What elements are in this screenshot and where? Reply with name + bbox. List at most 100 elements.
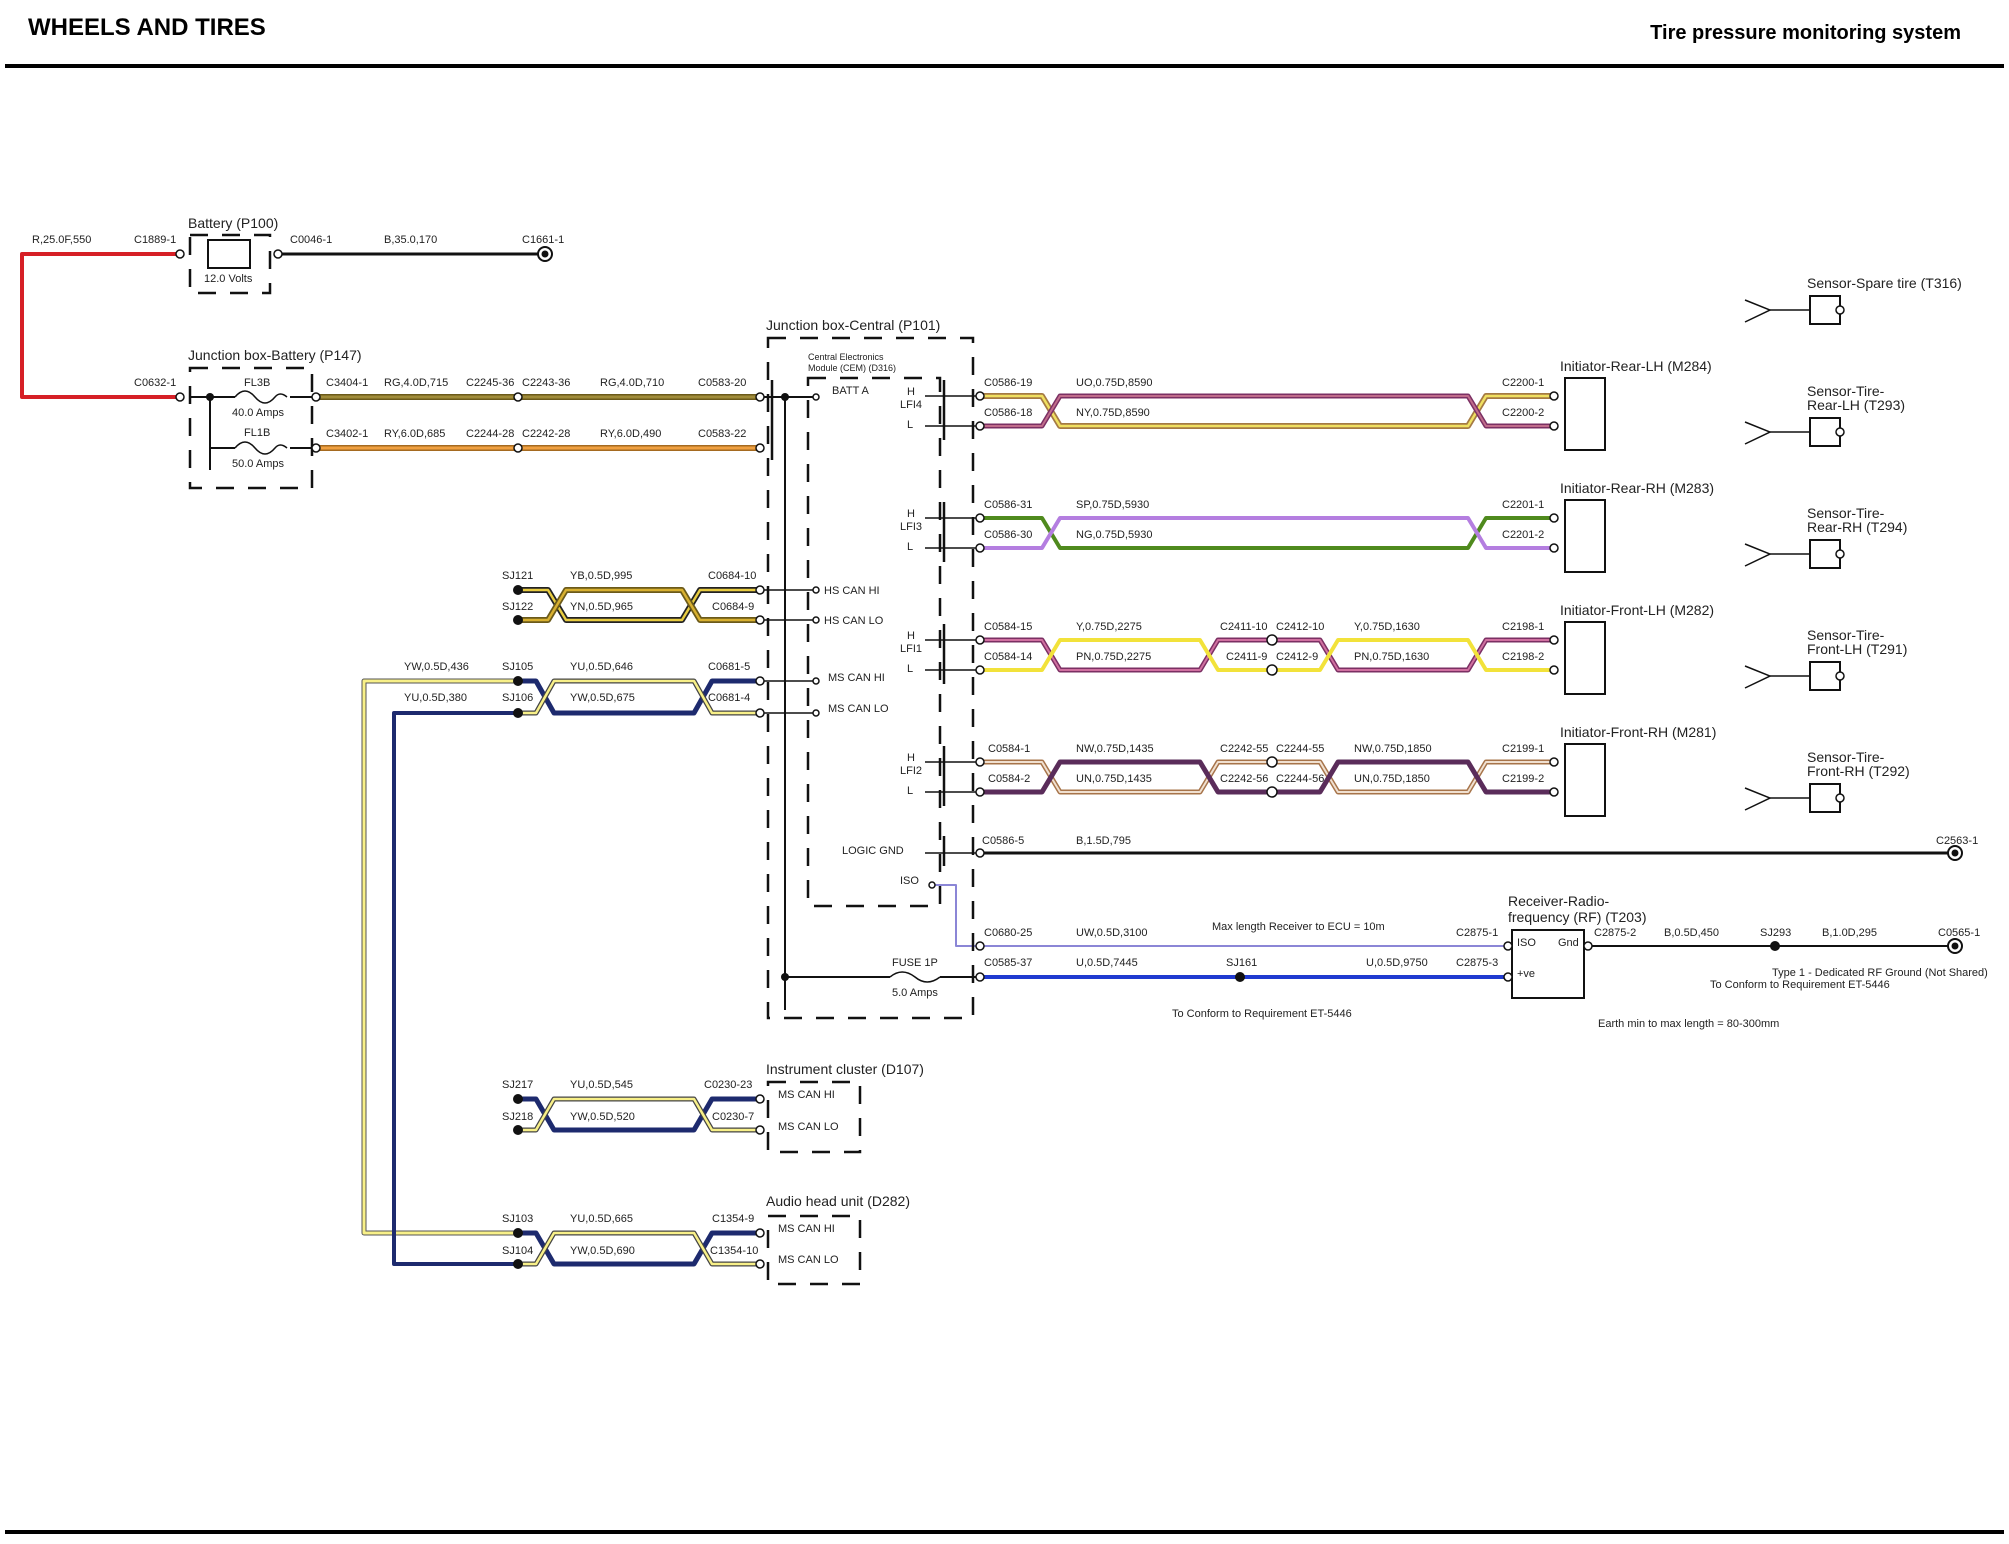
note-conform-1: To Conform to Requirement ET-5446 (1172, 1008, 1352, 1020)
pin-lfi1-l: L (907, 663, 913, 675)
splice-sj122: SJ122 (502, 601, 533, 613)
wire-label: Y,0.75D,2275 (1076, 621, 1142, 633)
sensor-rlh-label-2: Rear-LH (T293) (1807, 397, 1905, 413)
conn-c0584-1: C0584-1 (988, 743, 1030, 755)
wire-label: U,0.5D,9750 (1366, 957, 1428, 969)
splice-sj217: SJ217 (502, 1079, 533, 1091)
conn-c1354-9: C1354-9 (712, 1213, 754, 1225)
fuse-fl3b-amps: 40.0 Amps (232, 407, 284, 419)
pin-ahu-ms-can-hi: MS CAN HI (778, 1223, 835, 1235)
conn-c2200-2: C2200-2 (1502, 407, 1544, 419)
wire-label: NG,0.75D,5930 (1076, 529, 1152, 541)
pin-lfi2: LFI2 (900, 765, 922, 777)
wire-label: B,35.0,170 (384, 234, 437, 246)
conn-c2244-28: C2244-28 (466, 428, 514, 440)
init-flh-label: Initiator-Front-LH (M282) (1560, 602, 1714, 618)
jb-central-label: Junction box-Central (P101) (766, 317, 940, 333)
wire-label: RG,4.0D,715 (384, 377, 448, 389)
wire-red-battery (20, 252, 178, 399)
wire-label: YW,0.5D,690 (570, 1245, 635, 1257)
init-rrh-label: Initiator-Rear-RH (M283) (1560, 480, 1714, 496)
pin-lfi2-l: L (907, 785, 913, 797)
wire-label: YW,0.5D,436 (404, 661, 469, 673)
battery-label: Battery (P100) (188, 215, 278, 231)
wire-label: NW,0.75D,1435 (1076, 743, 1154, 755)
conn-c0586-5: C0586-5 (982, 835, 1024, 847)
pin-logic-gnd: LOGIC GND (842, 845, 904, 857)
wire-ms-can-pair-ahu (518, 1230, 760, 1267)
conn-c0585-37: C0585-37 (984, 957, 1032, 969)
conn-c2242-55: C2242-55 (1220, 743, 1268, 755)
wire-label: RG,4.0D,710 (600, 377, 664, 389)
conn-c2242-56: C2242-56 (1220, 773, 1268, 785)
ic-label: Instrument cluster (D107) (766, 1061, 924, 1077)
wire-label: UN,0.75D,1435 (1076, 773, 1152, 785)
wire-label: UO,0.75D,8590 (1076, 377, 1152, 389)
conn-c2199-2: C2199-2 (1502, 773, 1544, 785)
pin-ms-can-lo: MS CAN LO (828, 703, 889, 715)
jb-battery-label: Junction box-Battery (P147) (188, 347, 362, 363)
pin-lfi2-h: H (907, 752, 915, 764)
conn-c0565: C0565-1 (1938, 927, 1980, 939)
fuse-1p-amps: 5.0 Amps (892, 987, 938, 999)
conn-c2875-1: C2875-1 (1456, 927, 1498, 939)
conn-c2200-1: C2200-1 (1502, 377, 1544, 389)
cem-box (806, 376, 942, 908)
ic-box (766, 1080, 862, 1154)
wire-label: B,1.0D,295 (1822, 927, 1877, 939)
conn-c0230-7: C0230-7 (712, 1111, 754, 1123)
conn-c2201-1: C2201-1 (1502, 499, 1544, 511)
splice-sj161: SJ161 (1226, 957, 1257, 969)
pin-rf-gnd: Gnd (1558, 937, 1579, 949)
wire-ms-can-hi-trunk (361, 678, 518, 1236)
wire-label: B,1.5D,795 (1076, 835, 1131, 847)
pin-ms-can-hi: MS CAN HI (828, 672, 885, 684)
initiator-rear-rh-box (1564, 499, 1606, 573)
conn-c0583-20: C0583-20 (698, 377, 746, 389)
pin-rf-ve: +ve (1517, 968, 1535, 980)
initiator-front-rh-box (1564, 743, 1606, 817)
top-rule (5, 64, 2004, 68)
wire-label: NY,0.75D,8590 (1076, 407, 1150, 419)
wire-label: PN,0.75D,1630 (1354, 651, 1429, 663)
conn-c2245: C2245-36 (466, 377, 514, 389)
wire-label: RY,6.0D,685 (384, 428, 445, 440)
conn-c0681-5: C0681-5 (708, 661, 750, 673)
pin-lfi1-h: H (907, 630, 915, 642)
wire-label: YW,0.5D,675 (570, 692, 635, 704)
jb-central-box (766, 336, 975, 1020)
sensor-front-rh-box (1809, 783, 1841, 813)
splice-sj105: SJ105 (502, 661, 533, 673)
init-rlh-label: Initiator-Rear-LH (M284) (1560, 358, 1712, 374)
fuse-fl1b-label: FL1B (244, 427, 270, 439)
rf-label-1: Receiver-Radio- (1508, 893, 1609, 909)
conn-c2198-2: C2198-2 (1502, 651, 1544, 663)
wire-ms-can-pair-cem (518, 678, 760, 716)
sensor-flh-label-1: Sensor-Tire- (1807, 627, 1885, 643)
pin-lfi1: LFI1 (900, 643, 922, 655)
wire-label: B,0.5D,450 (1664, 927, 1719, 939)
wire-label: NW,0.75D,1850 (1354, 743, 1432, 755)
jb-battery-box (188, 366, 314, 490)
conn-c0584-15: C0584-15 (984, 621, 1032, 633)
wire-label: UN,0.75D,1850 (1354, 773, 1430, 785)
splice-sj103: SJ103 (502, 1213, 533, 1225)
splice-sj104: SJ104 (502, 1245, 533, 1257)
wire-hs-can-pair (518, 587, 760, 623)
note-type1-ground: Type 1 - Dedicated RF Ground (Not Shared… (1772, 967, 1988, 979)
wire-label: R,25.0F,550 (32, 234, 91, 246)
pin-lfi3-h: H (907, 508, 915, 520)
section-title: WHEELS AND TIRES (28, 14, 266, 41)
wire-label: YU,0.5D,665 (570, 1213, 633, 1225)
pin-iso: ISO (900, 875, 919, 887)
fuse-fl1b-symbol (234, 441, 288, 455)
conn-c0586-19: C0586-19 (984, 377, 1032, 389)
conn-c2412-10: C2412-10 (1276, 621, 1324, 633)
conn-c2412-9: C2412-9 (1276, 651, 1318, 663)
splice-sj293: SJ293 (1760, 927, 1791, 939)
conn-c2563: C2563-1 (1936, 835, 1978, 847)
conn-c2244-56: C2244-56 (1276, 773, 1324, 785)
conn-c2875-3: C2875-3 (1456, 957, 1498, 969)
fuse-1p-symbol (889, 971, 941, 983)
